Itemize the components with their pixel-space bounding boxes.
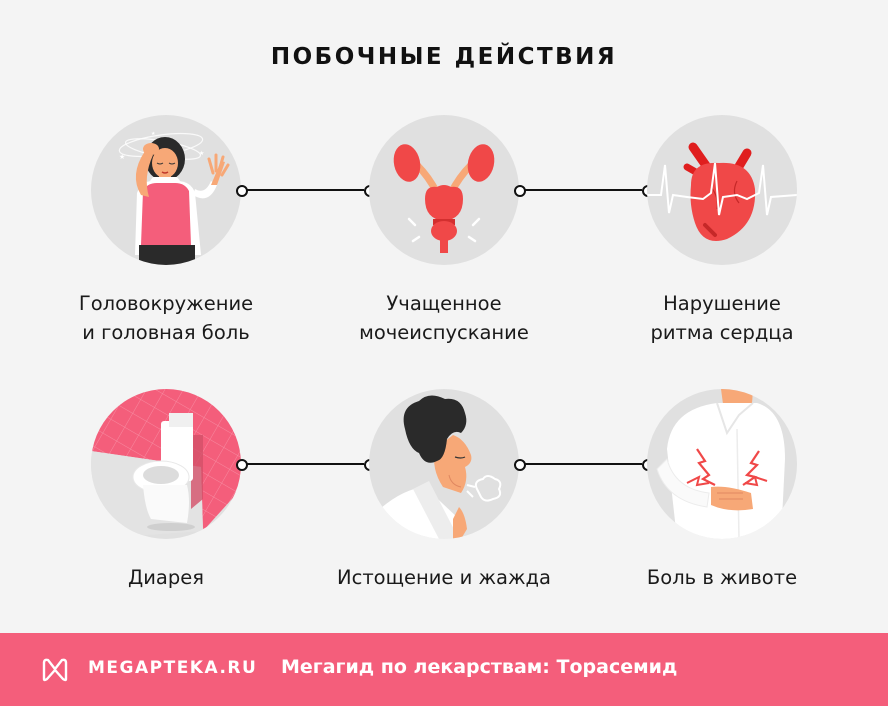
svg-text:★: ★ bbox=[119, 153, 125, 161]
connector-node bbox=[514, 459, 526, 471]
brand-name[interactable]: MEGAPTEKA.RU bbox=[88, 658, 258, 678]
kidneys-bladder-illustration bbox=[369, 115, 519, 265]
svg-text:★: ★ bbox=[151, 131, 156, 137]
label-urination: Учащенное мочеиспускание bbox=[314, 289, 574, 347]
label-line: Учащенное bbox=[386, 292, 502, 315]
connector-node bbox=[236, 459, 248, 471]
connector-line bbox=[246, 463, 364, 465]
label-line: и головная боль bbox=[82, 321, 250, 344]
connector-line bbox=[524, 189, 642, 191]
connector-line bbox=[524, 463, 642, 465]
connector-line bbox=[246, 189, 364, 191]
label-dizziness: Головокружение и головная боль bbox=[36, 289, 296, 347]
label-line: мочеиспускание bbox=[359, 321, 529, 344]
label-line: Истощение и жажда bbox=[337, 566, 551, 589]
footer-tagline: Мегагид по лекарствам: Торасемид bbox=[281, 656, 678, 678]
label-line: Боль в животе bbox=[646, 566, 798, 589]
label-stomach-pain: Боль в животе bbox=[592, 563, 852, 592]
svg-text:★: ★ bbox=[199, 150, 204, 157]
footer-bar bbox=[0, 633, 888, 706]
megapteka-logo-icon[interactable] bbox=[40, 657, 70, 682]
stomach-pain-illustration bbox=[647, 389, 797, 539]
label-exhaustion-thirst: Истощение и жажда bbox=[314, 563, 574, 592]
connector-node bbox=[514, 185, 526, 197]
label-line: ритма сердца bbox=[650, 321, 794, 344]
connector-node bbox=[236, 185, 248, 197]
label-line: Диарея bbox=[128, 566, 204, 589]
label-diarrhea: Диарея bbox=[36, 563, 296, 592]
toilet-illustration bbox=[91, 389, 241, 539]
heart-ecg-illustration bbox=[647, 115, 797, 265]
label-line: Нарушение bbox=[663, 292, 781, 315]
label-line: Головокружение bbox=[78, 292, 254, 315]
exhausted-man-illustration bbox=[369, 389, 519, 539]
page-title: ПОБОЧНЫЕ ДЕЙСТВИЯ bbox=[270, 44, 618, 70]
dizzy-woman-illustration: ★ ★ ★ bbox=[91, 115, 241, 265]
label-heart-rhythm: Нарушение ритма сердца bbox=[592, 289, 852, 347]
